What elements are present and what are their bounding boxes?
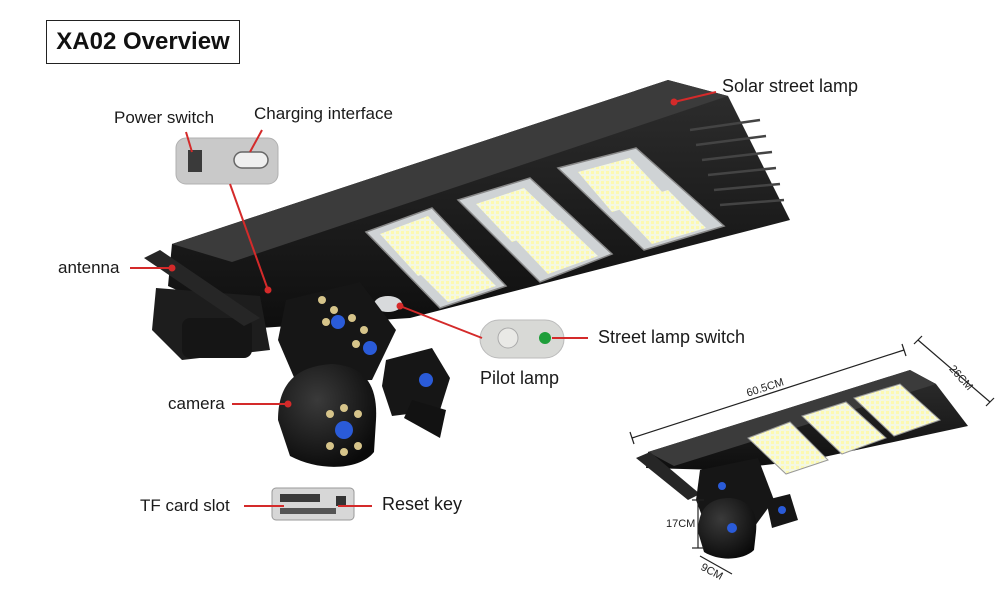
- label-camera: camera: [168, 394, 225, 413]
- lamp-switch-inset: [479, 319, 565, 359]
- label-tf-card-slot: TF card slot: [140, 496, 230, 515]
- leader-lines: [130, 91, 717, 507]
- usb-c-port-icon: [233, 151, 269, 169]
- label-charging-interface: Charging interface: [254, 104, 393, 123]
- dimension-lines: [629, 335, 995, 575]
- dimension-view: [636, 370, 968, 559]
- dimension-camera-height: 17CM: [666, 518, 696, 530]
- camera-cluster: [278, 282, 450, 467]
- indicator-led-icon: [539, 332, 551, 344]
- charging-inset: [175, 137, 279, 185]
- label-pilot-lamp: Pilot lamp: [480, 368, 560, 388]
- label-reset-key: Reset key: [382, 494, 463, 514]
- label-antenna: antenna: [58, 258, 120, 277]
- diagram-title: XA02 Overview: [46, 20, 240, 64]
- label-power-switch: Power switch: [114, 108, 215, 127]
- label-solar-street-lamp: Solar street lamp: [722, 76, 859, 96]
- led-panel-3: [556, 147, 726, 251]
- power-switch-icon: [188, 150, 202, 172]
- lamp-rim: [172, 80, 728, 262]
- led-panel-1: [364, 207, 508, 309]
- label-street-lamp-switch: Street lamp switch: [598, 327, 746, 347]
- led-panel-2: [456, 177, 614, 283]
- tf-card-inset: [271, 487, 355, 521]
- solar-street-lamp: [152, 80, 790, 360]
- pilot-lamp-sensor: [374, 296, 402, 312]
- cooling-fins: [689, 118, 785, 207]
- bracket-box: [182, 318, 252, 358]
